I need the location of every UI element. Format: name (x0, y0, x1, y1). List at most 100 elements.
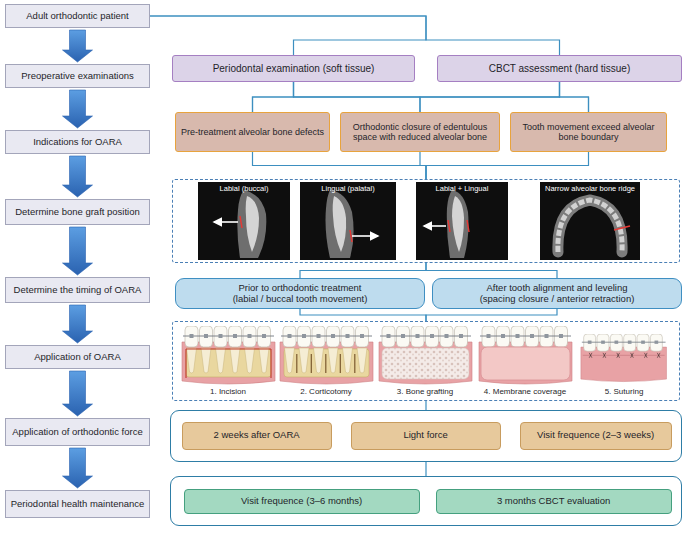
step-box: Determine the timing of OARA (5, 277, 150, 303)
box-label: Adult orthodontic patient (23, 11, 131, 22)
box-label: Application of orthodontic force (9, 427, 145, 438)
defect-mark (467, 220, 469, 232)
image-panel: Labial (buccal)Lingual (palatal)Labial +… (172, 179, 680, 263)
indication-box: Pre-treatment alveolar bone defects (175, 112, 330, 152)
block-arrow (63, 305, 93, 343)
incision-line (186, 349, 271, 378)
exposed-bone (186, 348, 271, 377)
bone-graft-illustration (379, 326, 472, 384)
box-label: (labial / buccal tooth movement) (230, 294, 371, 305)
cbct-image (540, 182, 640, 260)
dental-arch (379, 326, 472, 384)
box-label: Application of OARA (31, 352, 124, 363)
step-box: Adult orthodontic patient (5, 4, 150, 28)
direction-arrow (424, 225, 446, 227)
tooth-row (558, 200, 622, 252)
exam-box: Periodontal examination (soft tissue) (172, 55, 415, 82)
corticotomy-cut (297, 354, 355, 373)
box-label: Orthodontic closure of edentulous space … (341, 122, 499, 143)
force-box: 2 weeks after OARA (182, 422, 332, 450)
block-arrow (63, 371, 93, 416)
connector-line (560, 82, 589, 112)
bone-section (326, 190, 354, 258)
exposed-bone (284, 348, 369, 377)
direction-arrow (352, 235, 378, 237)
image-label: Lingual (palatal) (301, 185, 395, 194)
connector-line (426, 309, 557, 321)
alveolar-arch (558, 200, 622, 252)
box-label: Periodontal examination (soft tissue) (210, 63, 378, 75)
box-label: CBCT assessment (hard tissue) (486, 63, 634, 75)
image-label: 3. Bone grafting (377, 387, 473, 396)
connector-line (300, 309, 426, 321)
step-box: Periodontal health maintenance (5, 490, 150, 518)
defect-mark (240, 216, 242, 228)
block-arrow (63, 448, 93, 488)
membrane (481, 347, 570, 380)
step-box: Application of orthodontic force (5, 418, 150, 446)
dental-arch (581, 334, 667, 382)
direction-arrow (214, 221, 238, 223)
incision-illustration (182, 326, 275, 384)
group-frame: 2 weeks after OARA Light force Visit frequ… (170, 410, 682, 462)
membrane-illustration (479, 326, 572, 384)
dental-arch (479, 326, 572, 384)
box-label: Light force (400, 430, 450, 441)
connector-line (253, 152, 427, 179)
cbct-background (198, 182, 290, 260)
group-frame: Visit frequence (3–6 months) 3 months CBC… (170, 476, 682, 526)
box-label: Determine the timing of OARA (11, 285, 145, 296)
bone-section (447, 190, 469, 258)
tooth-section (452, 196, 464, 252)
defect-mark (614, 226, 630, 230)
box-label: Visit frequence (2–3 weeks) (534, 430, 657, 441)
box-label: Prior to orthodontic treatment (235, 283, 364, 294)
closed-flap (583, 355, 665, 356)
connector-line (420, 82, 560, 112)
exam-box: CBCT assessment (hard tissue) (437, 55, 682, 82)
connector-line (253, 82, 560, 112)
force-box: Light force (351, 422, 501, 450)
cbct-background (300, 182, 396, 260)
box-label: Pre-treatment alveolar bone defects (178, 127, 327, 137)
image-label: 5. Suturing (576, 387, 672, 396)
box-label: Indications for OARA (30, 137, 125, 148)
box-label: 3 months CBCT evaluation (494, 496, 613, 507)
connector-line (425, 401, 426, 410)
bone-section (237, 190, 266, 258)
step-box: Indications for OARA (5, 130, 150, 154)
maintenance-box: Visit frequence (3–6 months) (184, 489, 420, 514)
dental-arch (182, 326, 275, 384)
dental-arch (280, 326, 373, 384)
block-arrow (63, 90, 93, 128)
indication-box: Orthodontic closure of edentulous space … (340, 112, 500, 152)
connector-line (150, 16, 426, 55)
cbct-background (540, 182, 640, 260)
box-label: 2 weeks after OARA (211, 430, 303, 441)
bone-graft (382, 348, 469, 379)
connector-line (420, 152, 426, 179)
connector-line (425, 462, 426, 476)
defect-mark (350, 230, 352, 242)
image-label: Labial + Lingual (417, 185, 507, 194)
tooth-section (246, 196, 259, 252)
tooth-section (333, 196, 346, 252)
block-arrow (63, 227, 93, 275)
indication-box: Tooth movement exceed alveolar bone boun… (510, 112, 667, 152)
timing-box: After tooth alignment and leveling(spaci… (432, 278, 682, 309)
image-label: Narrow alveolar bone ridge (540, 185, 640, 194)
box-label: Tooth movement exceed alveolar bone boun… (511, 122, 666, 143)
block-arrow (63, 156, 93, 197)
cbct-image (198, 182, 290, 260)
image-panel: 1. Incision2. Corticotomy3. Bone graftin… (172, 321, 680, 401)
force-box: Visit frequence (2–3 weeks) (520, 422, 672, 450)
connector-line (150, 16, 560, 55)
block-arrow (63, 30, 93, 62)
connector-line (300, 263, 426, 278)
step-box: Determine bone graft position (5, 199, 150, 225)
step-box: Preoperative examinations (5, 64, 150, 88)
cbct-image (300, 182, 396, 260)
connector-line (426, 263, 557, 278)
